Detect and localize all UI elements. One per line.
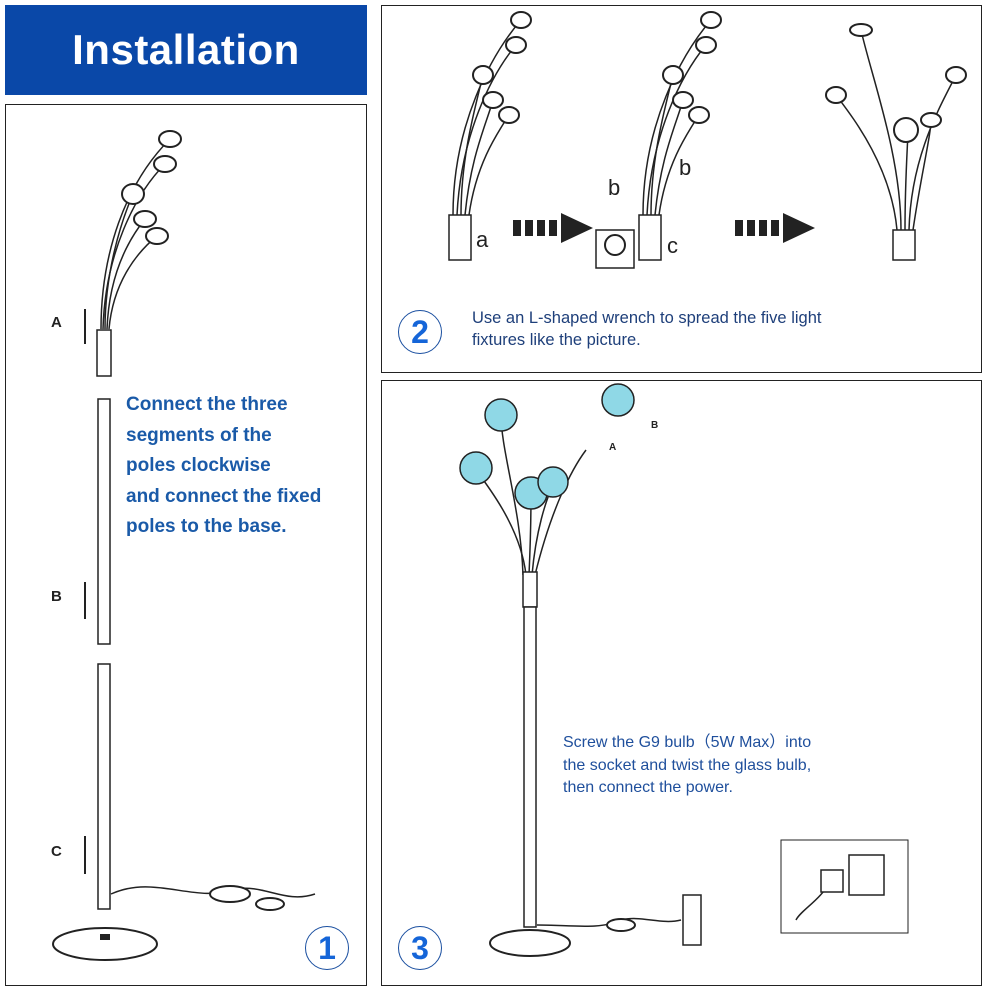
step-1-instructions: Connect the three segments of the poles … — [126, 390, 356, 543]
label-b: B — [651, 420, 658, 431]
step-2-badge: 2 — [398, 310, 442, 354]
text-line: Use an L-shaped wrench to spread the fiv… — [472, 309, 822, 327]
text-line: poles clockwise — [126, 455, 271, 476]
text-line: and connect the fixed — [126, 485, 322, 507]
label-a: a — [476, 227, 489, 252]
text-line: fixtures like the picture. — [472, 331, 641, 349]
label-a: A — [609, 442, 616, 453]
text-line: then connect the power. — [563, 779, 733, 796]
label-b-arrow: b — [679, 155, 691, 180]
text-line: Connect the three — [126, 394, 288, 415]
step-3-illustration: A B — [459, 383, 909, 957]
joint-label-b: B — [51, 588, 62, 605]
text-line: poles to the base. — [126, 516, 287, 537]
text-line: Screw the G9 bulb（5W Max）into — [563, 734, 812, 751]
step-1-illustration: A B C — [51, 130, 316, 961]
label-b: b — [608, 175, 620, 200]
step-1-panel — [5, 104, 367, 986]
step-2-illustration: a b b c — [448, 11, 967, 269]
step-2-instructions: Use an L-shaped wrench to spread the fiv… — [472, 307, 952, 351]
text-line: the socket and twist the glass bulb, — [563, 756, 812, 774]
step-1-badge: 1 — [305, 926, 349, 970]
text-line: segments of the — [126, 424, 272, 446]
step-3-instructions: Screw the G9 bulb（5W Max）into the socket… — [563, 732, 943, 800]
joint-label-c: C — [51, 843, 62, 860]
label-c: c — [667, 233, 678, 258]
step-3-badge: 3 — [398, 926, 442, 970]
step-3-panel — [381, 380, 982, 986]
step-2-panel — [381, 5, 982, 373]
page-title: Installation — [5, 5, 367, 95]
joint-label-a: A — [51, 314, 62, 331]
